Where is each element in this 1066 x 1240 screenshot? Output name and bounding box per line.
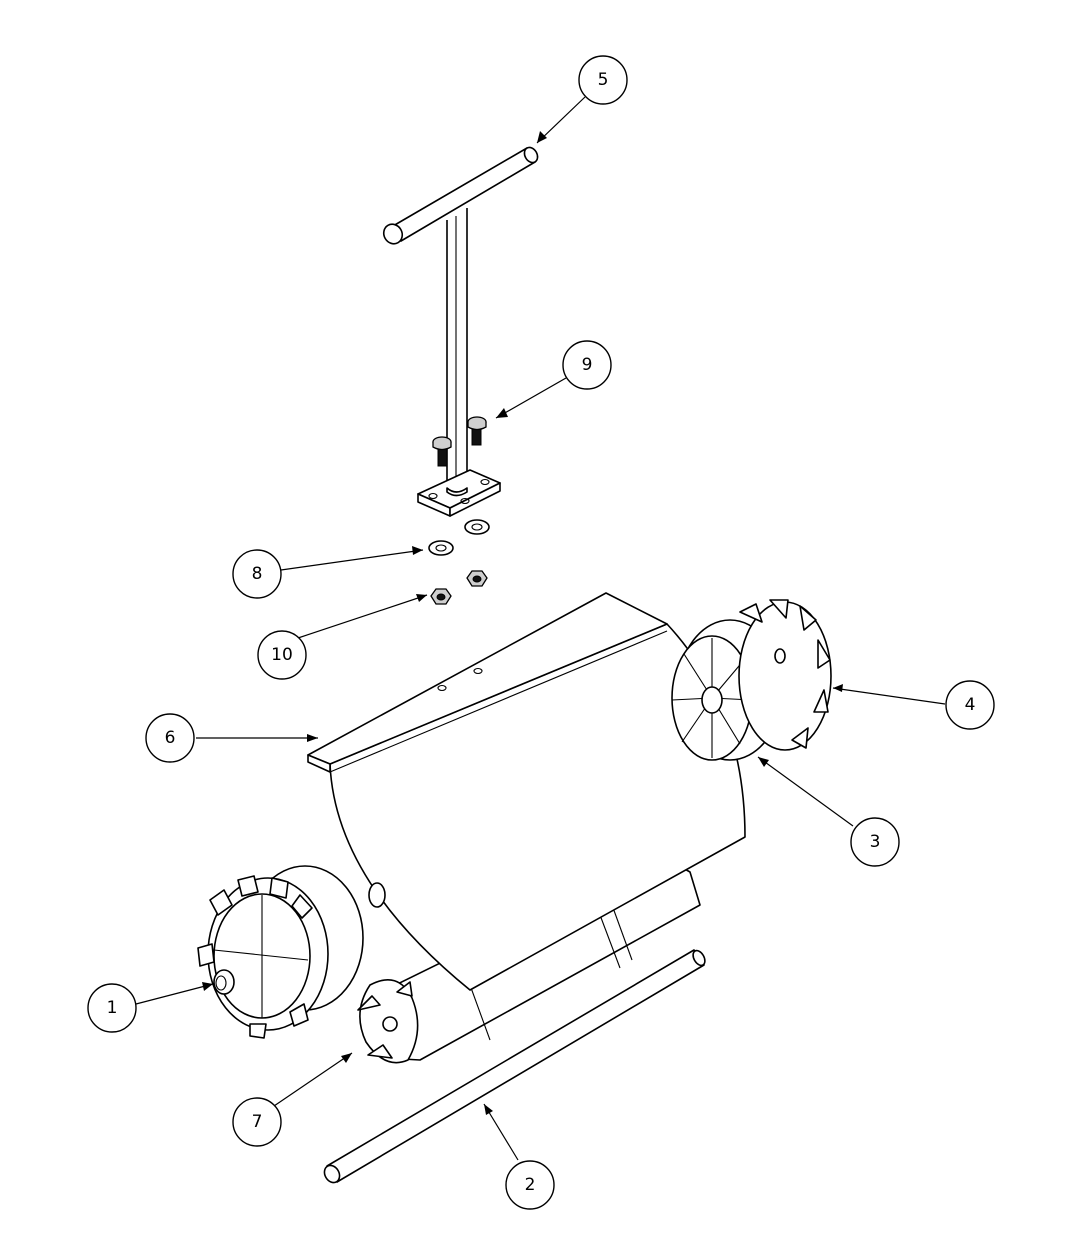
callout-label-7: 7 — [252, 1112, 263, 1132]
callout-label-4: 4 — [965, 695, 976, 715]
callout-balloon-3: 3 — [850, 817, 900, 867]
callout-label-5: 5 — [598, 70, 609, 90]
callout-balloon-4: 4 — [945, 680, 995, 730]
callout-label-1: 1 — [107, 998, 118, 1018]
leader-lines — [135, 96, 946, 1161]
washer-part — [428, 519, 490, 556]
callout-balloon-6: 6 — [145, 713, 195, 763]
hex-nut-part — [430, 570, 488, 605]
callout-label-6: 6 — [165, 728, 176, 748]
callout-label-3: 3 — [870, 832, 881, 852]
callout-balloon-9: 9 — [562, 340, 612, 390]
right-tire-part — [738, 599, 832, 751]
callout-balloon-7: 7 — [232, 1097, 282, 1147]
callout-balloon-10: 10 — [257, 630, 307, 680]
callout-balloon-1: 1 — [87, 983, 137, 1033]
callout-balloon-5: 5 — [578, 55, 628, 105]
callout-balloon-2: 2 — [505, 1160, 555, 1210]
axle-rod-part — [323, 949, 706, 1184]
housing-part — [307, 592, 746, 991]
screw-part — [432, 416, 487, 467]
t-handle-part — [382, 146, 539, 517]
callout-label-8: 8 — [252, 564, 263, 584]
callout-label-9: 9 — [582, 355, 593, 375]
left-wheel-part — [197, 865, 364, 1039]
callout-label-10: 10 — [271, 645, 293, 665]
callout-label-2: 2 — [525, 1175, 536, 1195]
callout-balloon-8: 8 — [232, 549, 282, 599]
